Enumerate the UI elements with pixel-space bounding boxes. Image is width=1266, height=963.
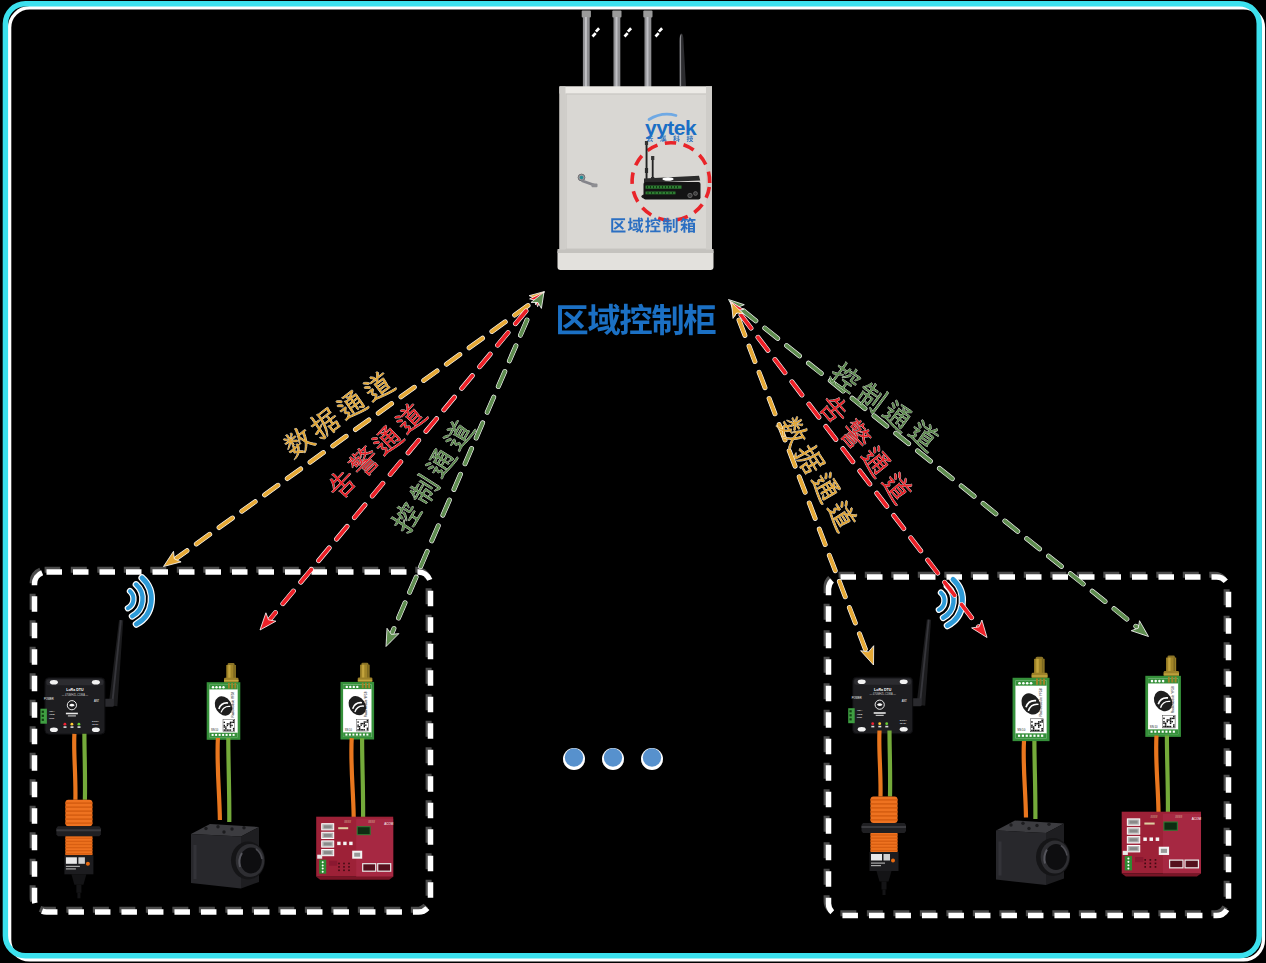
svg-text:yytek: yytek: [645, 116, 697, 139]
